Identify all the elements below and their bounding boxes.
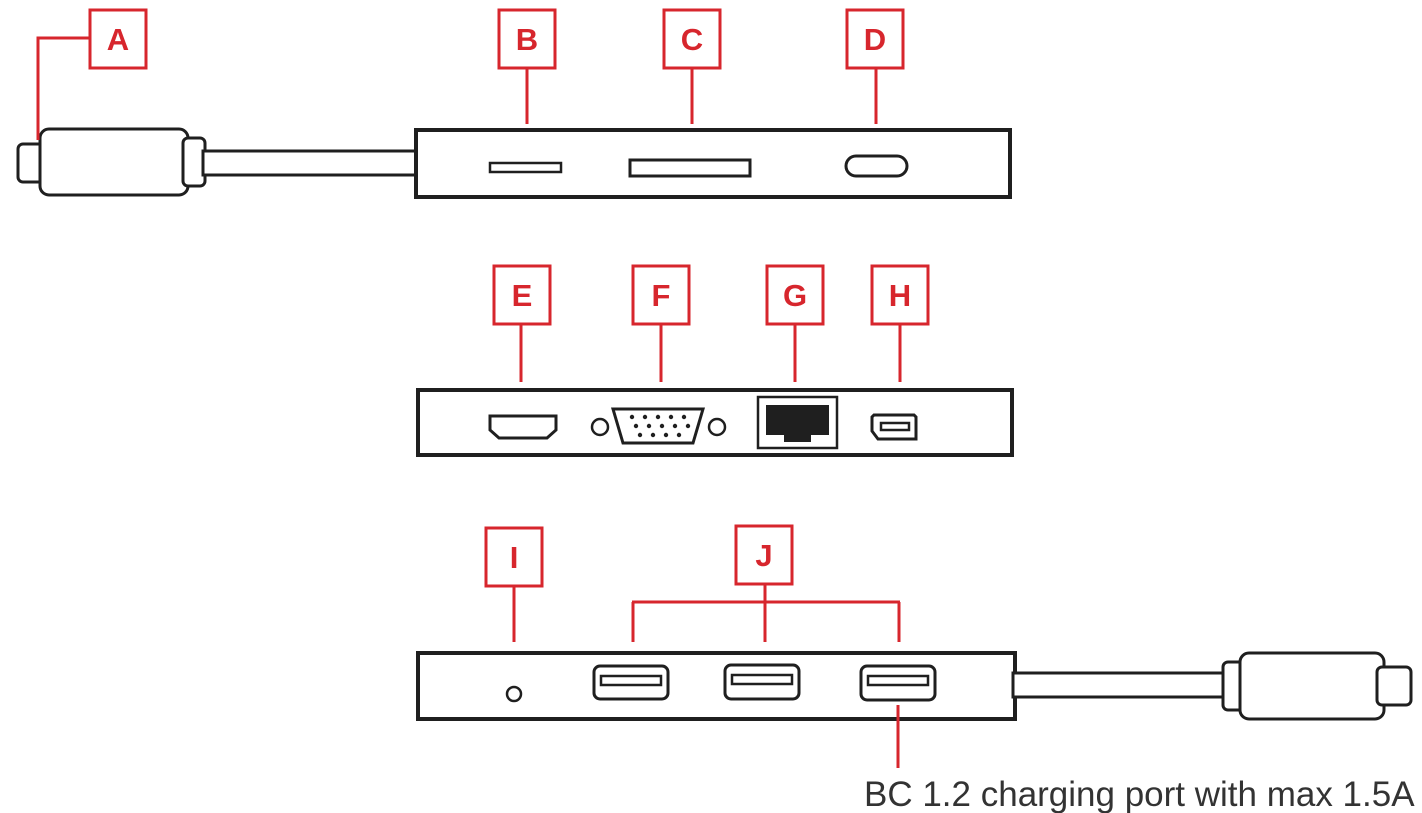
mini-displayport-port	[870, 413, 918, 441]
hub-bottom-view	[416, 651, 1413, 721]
callout-j: J	[734, 524, 794, 586]
callout-e-label: E	[512, 278, 533, 313]
hdmi-port	[488, 414, 558, 440]
callout-g: G	[765, 264, 825, 326]
mini-displayport-tongue	[879, 421, 911, 432]
hub-side-view	[416, 388, 1014, 457]
callout-g-label: G	[783, 278, 807, 313]
vga-screw-left	[590, 417, 610, 437]
usb-c-plug-left	[16, 127, 419, 197]
cable-left	[201, 149, 419, 177]
callout-b: B	[497, 8, 557, 70]
callout-a-label: A	[107, 22, 129, 57]
callout-f: F	[631, 264, 691, 326]
ethernet-port	[756, 395, 839, 450]
usb-a-port-1-tongue	[599, 674, 663, 687]
callout-i: I	[484, 526, 544, 588]
usb-c-plug-housing-left	[38, 127, 190, 197]
usb-c-plug-housing-right	[1238, 651, 1386, 721]
callout-a: A	[88, 8, 148, 70]
charging-port-note: BC 1.2 charging port with max 1.5A	[864, 775, 1415, 813]
hub-top-view	[16, 127, 1012, 199]
leader-a	[36, 36, 90, 140]
sd-card-slot	[628, 158, 752, 178]
callout-f-label: F	[652, 278, 671, 313]
usb-c-plug-right	[1011, 651, 1413, 721]
vga-port	[590, 407, 727, 445]
usb-a-port-3-tongue	[866, 674, 930, 687]
usb-a-port-3	[859, 664, 937, 702]
micro-sd-slot	[488, 161, 563, 174]
callout-d-label: D	[864, 22, 886, 57]
usb-a-port-1	[592, 664, 670, 701]
callout-h: H	[870, 264, 930, 326]
usb-a-port-2	[723, 663, 801, 701]
usb-a-port-2-tongue	[730, 673, 794, 686]
usb-c-port	[844, 154, 909, 178]
leader-lines	[36, 36, 902, 768]
leader-j	[631, 584, 901, 642]
vga-pins	[629, 414, 691, 438]
cable-right	[1011, 671, 1231, 699]
callout-c-label: C	[681, 22, 703, 57]
callout-h-label: H	[889, 278, 911, 313]
callout-e: E	[492, 264, 552, 326]
usb-c-plug-tip-right	[1375, 665, 1413, 707]
callout-c: C	[662, 8, 722, 70]
ethernet-port-opening	[766, 405, 829, 442]
callout-b-label: B	[516, 22, 538, 57]
callout-i-label: I	[510, 540, 519, 575]
callout-j-label: J	[755, 538, 772, 573]
callout-d: D	[845, 8, 905, 70]
vga-screw-right	[707, 417, 727, 437]
audio-jack	[505, 685, 523, 703]
